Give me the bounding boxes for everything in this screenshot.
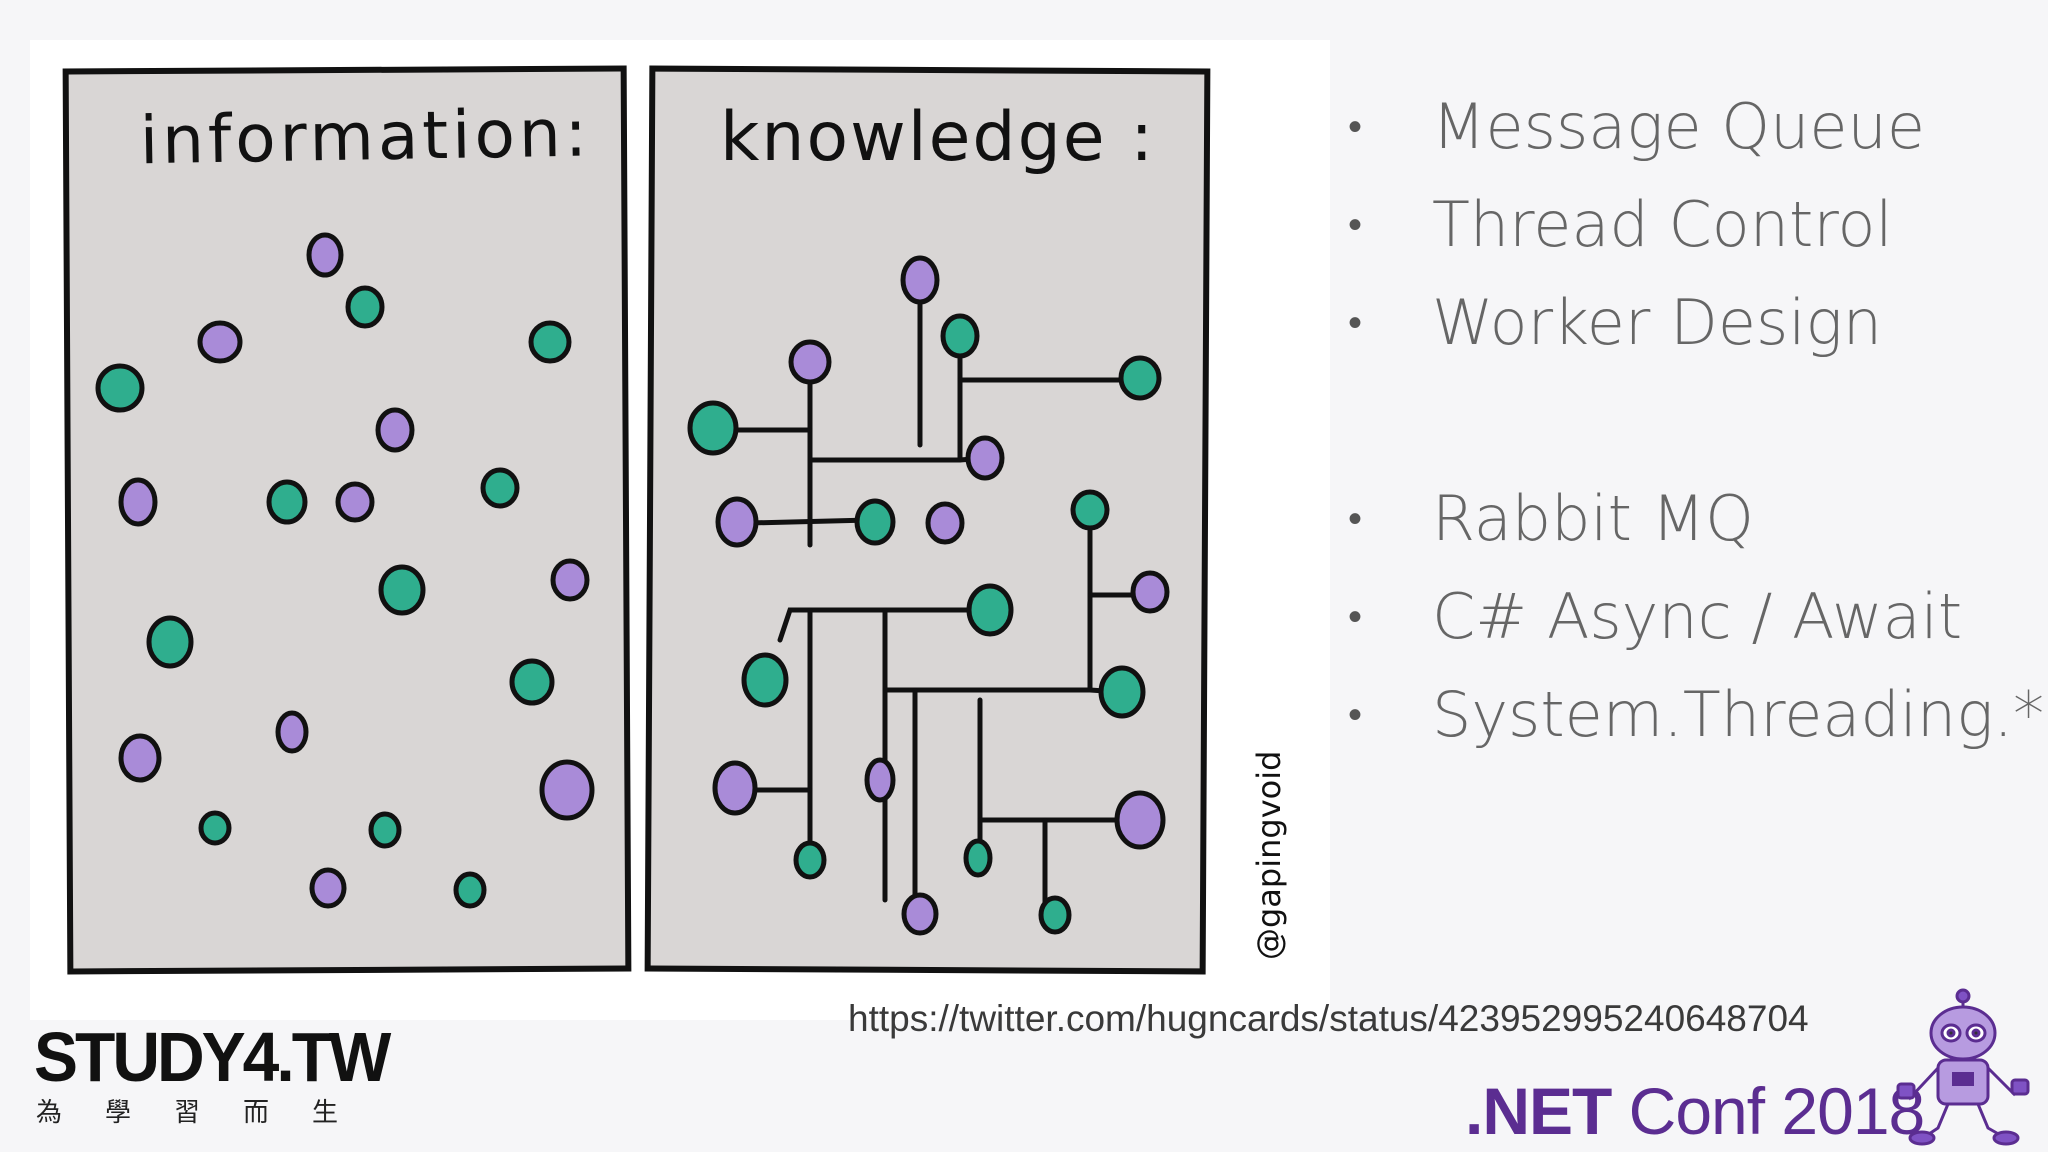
study4-logo-name: STUDY4.TW (34, 1018, 391, 1096)
study4-logo-tagline: 為學習而生 (36, 1097, 382, 1127)
information-title: information: (139, 94, 591, 179)
list-item: • Thread Control (1340, 186, 2020, 284)
list-item-text: Worker Design (1432, 286, 1883, 359)
topic-list: • Message Queue • Thread Control • Worke… (1340, 88, 2044, 774)
knowledge-title: knowledge : (720, 98, 1155, 177)
list-item: • System.Threading.* (1340, 676, 2044, 774)
artist-credit: @gapingvoid (1250, 751, 1288, 960)
list-item-text: Thread Control (1432, 188, 1893, 261)
conference-logo: .NET Conf 2018 (1465, 1074, 1926, 1148)
information-dots (95, 232, 595, 909)
study4-logo: STUDY4.TW 為學習而生 (34, 1018, 394, 1132)
list-item: • C# Async / Await (1340, 578, 2020, 676)
bullet-icon: • (1348, 202, 1363, 248)
list-item: • Message Queue (1340, 88, 2020, 186)
list-item-text: System.Threading.* (1432, 678, 2045, 751)
list-item-text: C# Async / Await (1432, 580, 1963, 653)
bullet-icon: • (1348, 692, 1363, 738)
bullet-icon: • (1348, 594, 1363, 640)
bullet-icon: • (1348, 496, 1363, 542)
list-item: • Rabbit MQ (1340, 480, 2020, 578)
bullet-icon: • (1348, 300, 1363, 346)
list-item-text: Message Queue (1432, 90, 1925, 163)
bullet-icon: • (1348, 104, 1363, 150)
source-link[interactable]: https://twitter.com/hugncards/status/423… (848, 998, 1809, 1039)
conference-net: .NET (1465, 1074, 1612, 1148)
dotnet-bot-icon (1896, 988, 2030, 1146)
list-item-text: Rabbit MQ (1432, 482, 1754, 555)
knowledge-dots (687, 255, 1170, 936)
conference-name: Conf 2018 (1611, 1074, 1926, 1148)
knowledge-connections (717, 277, 1148, 913)
list-item: • Worker Design (1340, 284, 2020, 382)
information-knowledge-cartoon: information: knowledge : @gapingvoid (30, 40, 1330, 1020)
